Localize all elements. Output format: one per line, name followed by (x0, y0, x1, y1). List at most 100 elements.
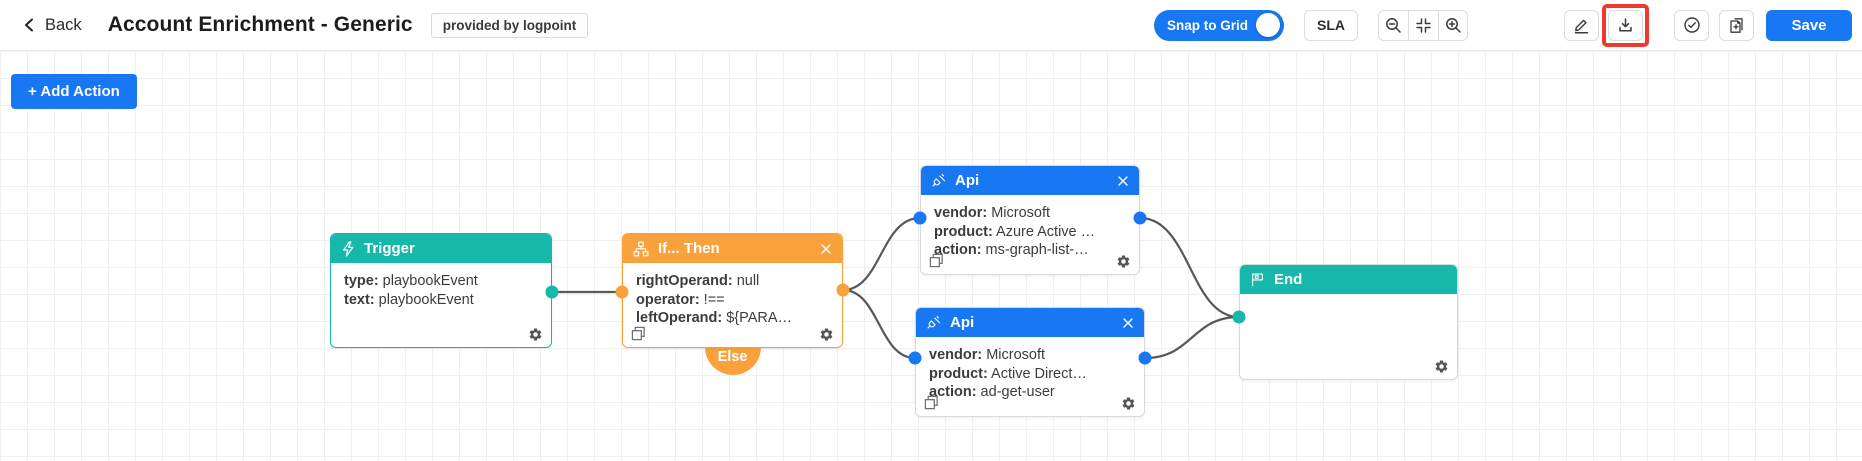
node-field: action: ad-get-user (929, 384, 1055, 400)
plug-icon (926, 315, 941, 330)
port-trigger-out[interactable] (545, 285, 559, 299)
chevron-left-icon (22, 17, 36, 33)
port-if-then-out[interactable] (836, 283, 850, 297)
validate-button[interactable] (1674, 9, 1709, 41)
fit-view-button[interactable] (1408, 9, 1438, 41)
node-trigger[interactable]: Trigger type: playbookEvent text: playbook… (330, 233, 552, 348)
node-body: rightOperand: null operator: !== leftOpera… (623, 263, 842, 328)
node-title: Api (950, 314, 975, 331)
flag-icon (1250, 272, 1265, 287)
node-header: Api (916, 308, 1144, 337)
edge-api-1-to-end (1139, 216, 1240, 319)
edge-if-to-api-2 (842, 288, 916, 360)
copy-icon[interactable] (924, 395, 939, 410)
snap-to-grid-label: Snap to Grid (1167, 17, 1248, 33)
node-header: Api (921, 166, 1139, 195)
node-body (1240, 294, 1457, 303)
node-api-2[interactable]: Api vendor: Microsoft product: Active Dire… (915, 307, 1145, 417)
port-api-1-in[interactable] (913, 211, 927, 225)
node-field: action: ms-graph-list-… (934, 242, 1089, 258)
node-api-1[interactable]: Api vendor: Microsoft product: Azure Activ… (920, 165, 1140, 275)
node-field: vendor: Microsoft (934, 205, 1051, 221)
edit-button[interactable] (1564, 9, 1599, 41)
check-circle-icon (1683, 16, 1701, 34)
close-icon[interactable] (1122, 317, 1134, 329)
provided-by-badge: provided by logpoint (430, 12, 589, 38)
field-key: text: (344, 291, 375, 308)
node-title: Api (955, 172, 980, 189)
node-title: If... Then (658, 240, 720, 257)
page-title: Account Enrichment - Generic (107, 13, 413, 36)
snap-to-grid-toggle[interactable]: Snap to Grid (1154, 9, 1284, 41)
field-key: product: (934, 223, 993, 240)
download-button[interactable] (1608, 9, 1643, 41)
port-api-1-out[interactable] (1133, 211, 1147, 225)
gear-icon[interactable] (528, 327, 543, 342)
node-if-then[interactable]: If... Then rightOperand: null operator: !=… (622, 233, 843, 348)
zoom-out-button[interactable] (1378, 9, 1408, 41)
edge-if-to-api-1 (842, 216, 921, 292)
edge-api-2-to-end (1144, 315, 1240, 360)
node-field: type: playbookEvent (344, 273, 478, 289)
node-header: If... Then (623, 234, 842, 263)
toggle-knob (1256, 13, 1280, 37)
notes-button[interactable] (1719, 9, 1754, 41)
back-label: Back (45, 15, 82, 34)
node-end[interactable]: End (1239, 264, 1458, 380)
node-header: End (1240, 265, 1457, 294)
field-key: leftOperand: (636, 310, 723, 326)
field-key: vendor: (929, 347, 983, 363)
zoom-in-icon (1445, 17, 1462, 34)
port-if-then-in[interactable] (615, 285, 629, 299)
field-key: vendor: (934, 205, 988, 221)
field-key: operator: (636, 291, 700, 308)
add-action-button[interactable]: + Add Action (11, 74, 137, 109)
zoom-in-button[interactable] (1438, 9, 1468, 41)
field-key: rightOperand: (636, 273, 733, 289)
port-api-2-out[interactable] (1138, 351, 1152, 365)
field-key: product: (929, 365, 988, 382)
node-field: vendor: Microsoft (929, 347, 1046, 363)
save-button[interactable]: Save (1766, 9, 1852, 41)
lightning-icon (341, 240, 355, 257)
gear-icon[interactable] (819, 327, 834, 342)
zoom-out-icon (1385, 17, 1402, 34)
download-icon (1617, 17, 1634, 34)
node-field: operator: !== (636, 291, 725, 308)
gear-icon[interactable] (1116, 254, 1131, 269)
fit-view-icon (1415, 17, 1432, 34)
gear-icon[interactable] (1434, 359, 1449, 374)
sitemap-icon (633, 241, 649, 257)
notes-icon (1728, 17, 1745, 34)
toolbar: Back Account Enrichment - Generic provid… (0, 0, 1862, 51)
node-title: End (1274, 271, 1303, 288)
node-field: text: playbookEvent (344, 291, 474, 308)
node-body: vendor: Microsoft product: Active Direct…… (916, 337, 1144, 402)
field-key: action: (934, 242, 982, 258)
node-header: Trigger (331, 234, 551, 263)
pencil-icon (1573, 17, 1590, 34)
node-field: rightOperand: null (636, 273, 760, 289)
back-button[interactable]: Back (22, 16, 82, 35)
node-body: type: playbookEvent text: playbookEvent (331, 263, 551, 309)
node-field: product: Active Direct… (929, 365, 1087, 382)
toolbar-right: Snap to Grid SLA (1154, 3, 1852, 47)
close-icon[interactable] (820, 243, 832, 255)
copy-icon[interactable] (631, 326, 646, 341)
field-key: type: (344, 273, 379, 289)
close-icon[interactable] (1117, 175, 1129, 187)
edges-layer (552, 216, 1240, 360)
node-field: product: Azure Active … (934, 223, 1096, 240)
port-end-in[interactable] (1232, 310, 1246, 324)
node-body: vendor: Microsoft product: Azure Active …… (921, 195, 1139, 260)
copy-icon[interactable] (929, 253, 944, 268)
download-highlight-box (1602, 3, 1649, 47)
gear-icon[interactable] (1121, 396, 1136, 411)
field-key: action: (929, 384, 977, 400)
port-api-2-in[interactable] (908, 351, 922, 365)
else-label: Else (717, 349, 748, 365)
sla-button[interactable]: SLA (1304, 9, 1358, 41)
plug-icon (931, 173, 946, 188)
node-title: Trigger (364, 240, 415, 257)
